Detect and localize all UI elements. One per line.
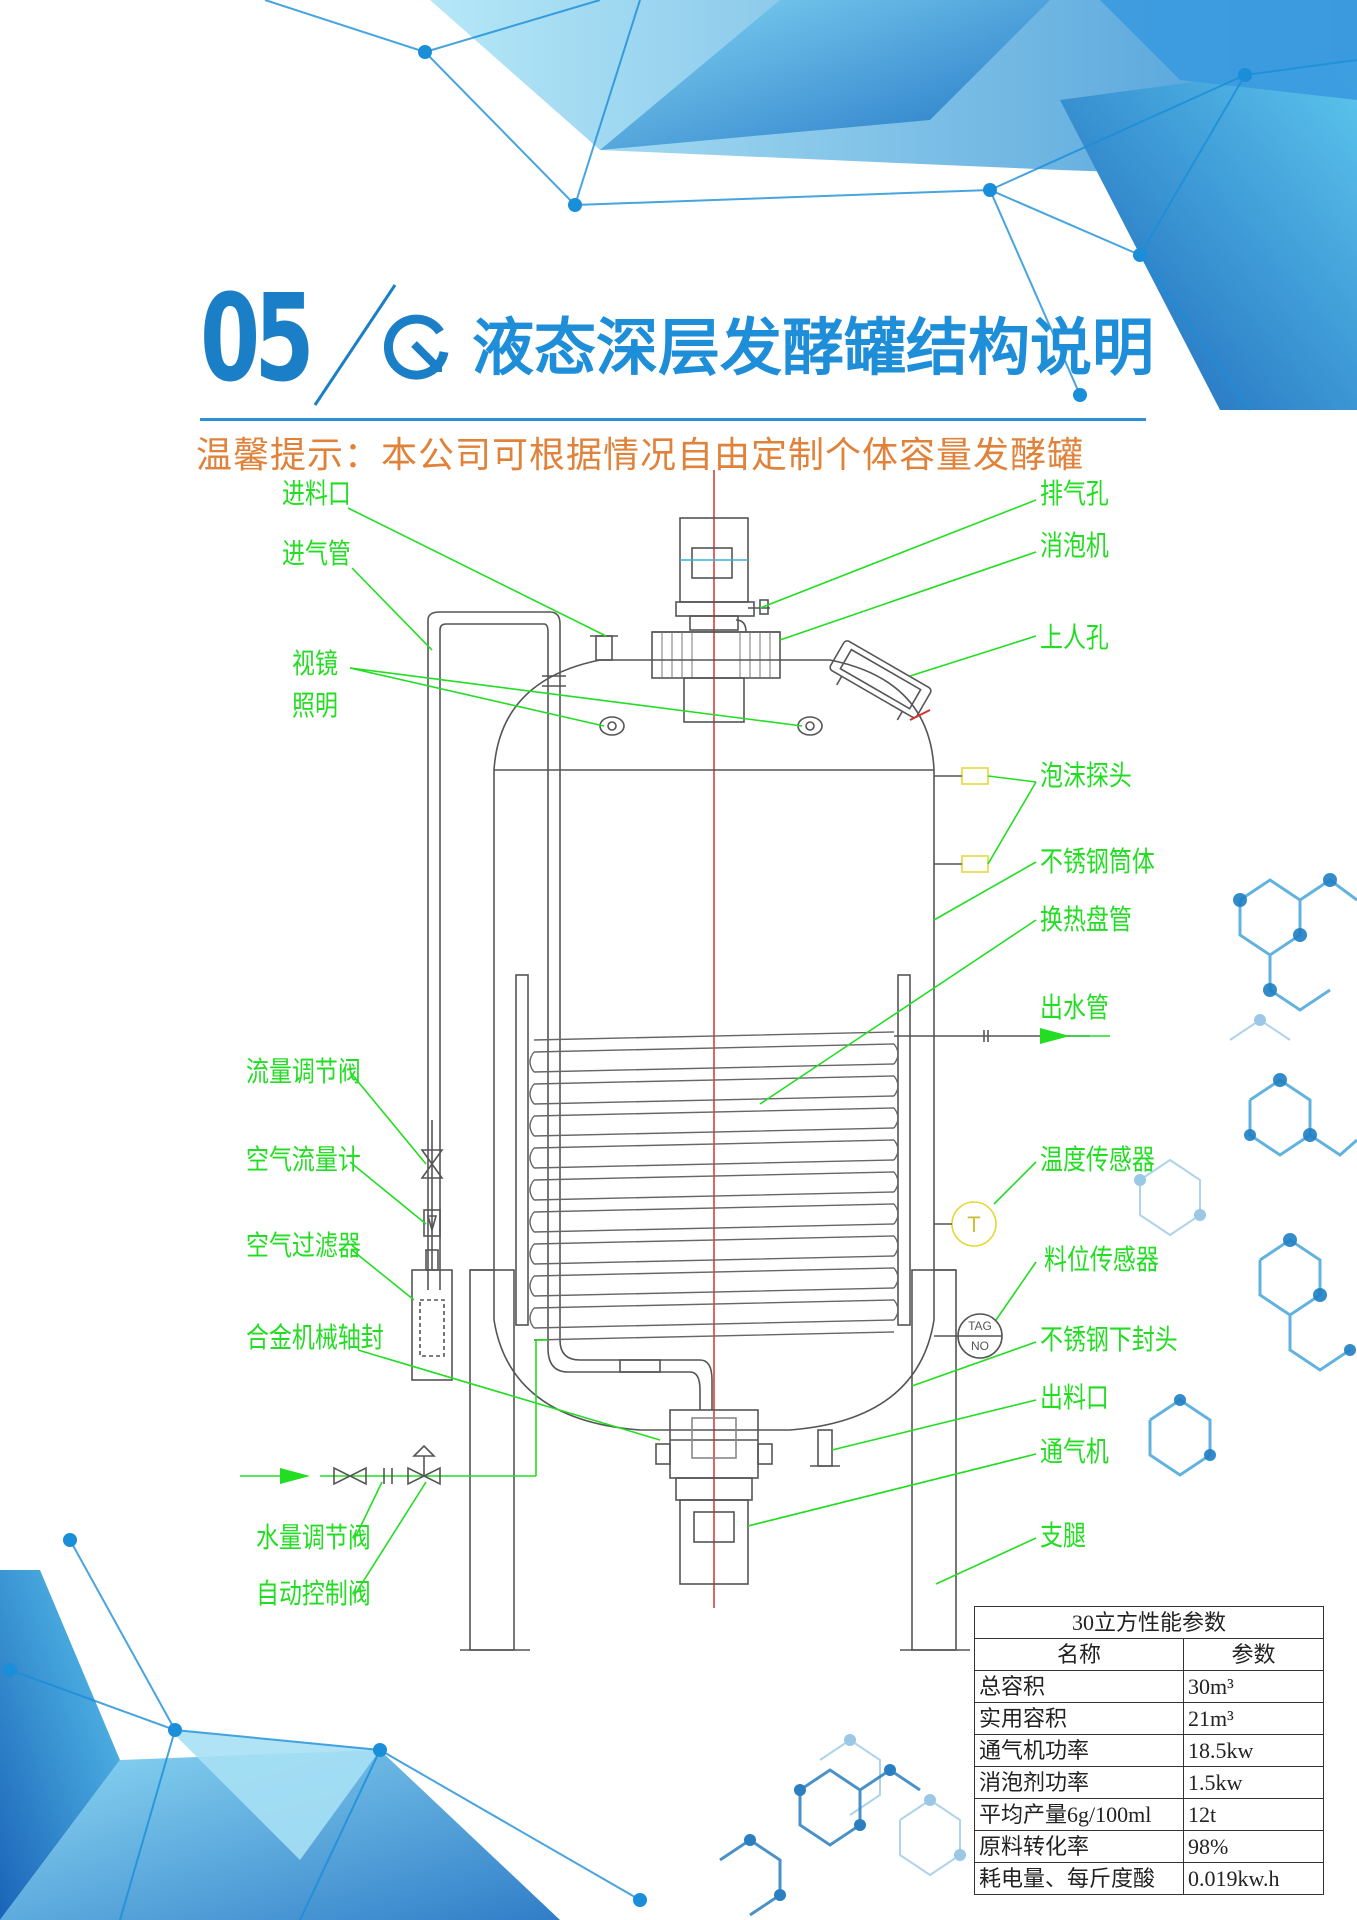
label-water-valve: 水量调节阀 [256, 1521, 371, 1554]
label-exhaust-hole: 排气孔 [1040, 477, 1109, 510]
water-outlet-arrow [1040, 1028, 1070, 1044]
label-defoamer: 消泡机 [1040, 529, 1109, 562]
table-row: 总容积 30m³ [974, 1670, 1324, 1703]
tip-text: 温馨提示：本公司可根据情况自由定制个体容量发酵罐 [196, 435, 1085, 476]
heat-exchange-coil [529, 1031, 899, 1341]
spec-row-name: 通气机功率 [974, 1734, 1184, 1767]
leader-lines [347, 499, 1037, 1597]
foam-probe-2 [961, 855, 989, 873]
air-filter [411, 1269, 453, 1381]
label-heat-coil: 换热盘管 [1040, 903, 1132, 936]
tank-top-head [493, 659, 935, 771]
label-air-filter: 空气过滤器 [246, 1229, 361, 1262]
leg-right [911, 1269, 957, 1651]
label-sight-glass: 视镜 [292, 647, 338, 680]
label-steel-bottom-head: 不锈钢下封头 [1040, 1323, 1178, 1356]
label-steel-shell: 不锈钢筒体 [1040, 845, 1155, 878]
no-text: NO [971, 1339, 989, 1353]
label-legs: 支腿 [1040, 1519, 1086, 1552]
arrow-circle-icon [383, 314, 449, 380]
spec-col-name: 名称 [974, 1638, 1184, 1671]
water-inlet-arrow [280, 1468, 310, 1484]
spec-table-title: 30立方性能参数 [974, 1606, 1324, 1639]
spec-row-value: 98% [1183, 1830, 1324, 1863]
slash-divider [313, 284, 397, 406]
spec-table: 30立方性能参数 名称 参数 总容积 30m³ 实用容积 21m³ 通气机功率 … [974, 1606, 1324, 1895]
table-row: 实用容积 21m³ [974, 1702, 1324, 1735]
manhole-cover [829, 640, 932, 721]
label-aerator: 通气机 [1040, 1435, 1109, 1468]
label-air-inlet-pipe: 进气管 [282, 537, 351, 570]
foam-probe-1 [961, 767, 989, 785]
label-flow-valve: 流量调节阀 [246, 1055, 361, 1088]
spec-row-name: 消泡剂功率 [974, 1766, 1184, 1799]
label-feed-inlet: 进料口 [282, 477, 351, 510]
section-header: 05 液态深层发酵罐结构说明 [200, 270, 1160, 410]
header-divider [200, 418, 1146, 421]
label-manhole: 上人孔 [1040, 621, 1109, 654]
defoamer-unit [651, 631, 781, 679]
spec-row-name: 实用容积 [974, 1702, 1184, 1735]
table-row: 耗电量、每斤度酸 0.019kw.h [974, 1862, 1324, 1895]
page-title: 液态深层发酵罐结构说明 [472, 311, 1155, 384]
label-air-flowmeter: 空气流量计 [246, 1143, 361, 1176]
label-water-outlet: 出水管 [1040, 991, 1109, 1024]
label-discharge: 出料口 [1040, 1381, 1109, 1414]
spec-row-value: 0.019kw.h [1183, 1862, 1324, 1895]
spec-row-value: 12t [1183, 1798, 1324, 1831]
baffle-left [515, 974, 529, 1326]
air-inlet-pipe [427, 611, 713, 1410]
label-temp-sensor: 温度传感器 [1040, 1143, 1155, 1176]
label-auto-valve: 自动控制阀 [256, 1577, 371, 1610]
section-number: 05 [200, 270, 314, 409]
temp-symbol-text: T [967, 1212, 980, 1237]
table-row: 原料转化率 98% [974, 1830, 1324, 1863]
spec-row-value: 30m³ [1183, 1670, 1324, 1703]
spec-row-value: 18.5kw [1183, 1734, 1324, 1767]
spec-col-param: 参数 [1183, 1638, 1324, 1671]
label-lighting: 照明 [292, 689, 338, 722]
spec-row-name: 平均产量6g/100ml [974, 1798, 1184, 1831]
spec-row-name: 原料转化率 [974, 1830, 1184, 1863]
table-row: 消泡剂功率 1.5kw [974, 1766, 1324, 1799]
spec-row-value: 1.5kw [1183, 1766, 1324, 1799]
label-alloy-seal: 合金机械轴封 [246, 1321, 384, 1354]
tag-text: TAG [968, 1319, 992, 1333]
table-row: 平均产量6g/100ml 12t [974, 1798, 1324, 1831]
label-foam-probe: 泡沫探头 [1040, 759, 1132, 792]
label-level-sensor: 料位传感器 [1044, 1243, 1159, 1276]
leg-left [469, 1269, 515, 1651]
table-row: 通气机功率 18.5kw [974, 1734, 1324, 1767]
spec-row-value: 21m³ [1183, 1702, 1324, 1735]
spec-row-name: 耗电量、每斤度酸 [974, 1862, 1184, 1895]
spec-row-name: 总容积 [974, 1670, 1184, 1703]
baffle-right [897, 974, 911, 1326]
